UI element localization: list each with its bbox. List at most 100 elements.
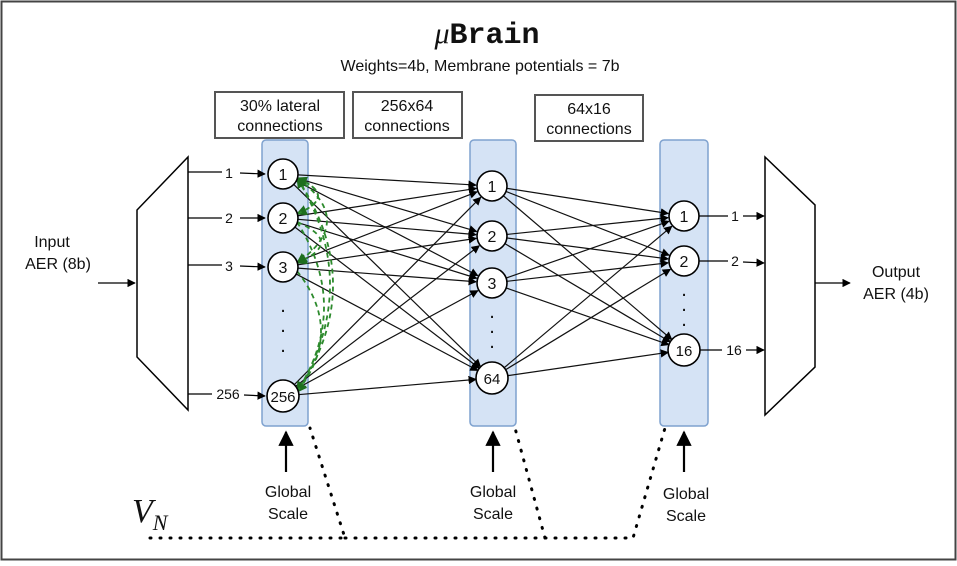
svg-text:AER (8b): AER (8b)	[25, 256, 91, 273]
global-scale-label-3: Global Scale	[663, 486, 709, 525]
lateral-connection	[296, 221, 325, 393]
layer-1-inputs: 1 2 3 256	[188, 165, 266, 402]
svg-text:Scale: Scale	[666, 508, 706, 525]
connection-line	[504, 243, 671, 343]
diagram-subtitle: Weights=4b, Membrane potentials = 7b	[341, 58, 620, 75]
layer-3-outputs: 1 2 16	[699, 208, 765, 358]
connection-line	[503, 225, 673, 369]
output-index-1: 1	[731, 208, 739, 224]
lateral-connections	[296, 176, 334, 393]
vn-label: VN	[132, 493, 169, 535]
connection-line	[294, 245, 480, 388]
svg-text:.: .	[280, 315, 286, 337]
svg-text:connections: connections	[364, 118, 449, 135]
connection-line	[297, 375, 477, 396]
output-index-2: 2	[731, 253, 739, 269]
connection-line	[506, 349, 669, 377]
lateral-connection	[296, 177, 334, 393]
output-index-16: 16	[726, 342, 742, 358]
svg-text:2: 2	[279, 211, 288, 228]
svg-text:16: 16	[676, 343, 693, 360]
svg-text:.: .	[681, 279, 687, 301]
svg-text:256: 256	[270, 389, 295, 406]
lateral-connection	[296, 176, 319, 215]
svg-text:30% lateral: 30% lateral	[240, 98, 320, 115]
svg-text:Scale: Scale	[268, 506, 308, 523]
connection-line	[296, 180, 479, 277]
neuron-l2-3: 3	[476, 267, 508, 299]
svg-text:2: 2	[488, 229, 497, 246]
input-index-3: 3	[225, 258, 233, 274]
svg-text:1: 1	[680, 209, 689, 226]
svg-text:256x64: 256x64	[381, 98, 434, 115]
connection-line	[506, 259, 669, 282]
svg-text:2: 2	[680, 254, 689, 271]
connection-line	[297, 235, 478, 266]
connection-line	[506, 237, 669, 263]
connection-line	[297, 174, 477, 189]
vn-dotted-lines	[148, 426, 667, 540]
layer-3-neurons: 1 2 16	[667, 200, 701, 367]
input-label: Input AER (8b)	[25, 234, 91, 273]
connection-line	[294, 226, 480, 369]
input-demux	[136, 155, 189, 412]
neuron-l3-1: 1	[668, 200, 700, 232]
svg-text:Global: Global	[663, 486, 709, 503]
svg-text:3: 3	[488, 276, 497, 293]
connections-256x64-box: 256x64 connections	[352, 91, 463, 139]
neuron-l3-2: 2	[668, 245, 700, 277]
output-label: Output AER (4b)	[863, 264, 929, 303]
connection-line	[296, 190, 478, 263]
connection-line	[297, 221, 478, 281]
svg-text:Output: Output	[872, 264, 921, 281]
lateral-connection	[296, 270, 322, 393]
neuron-l1-2: 2	[267, 202, 299, 234]
svg-text:.: .	[280, 295, 286, 317]
connection-line	[505, 287, 670, 347]
global-scale-label-2: Global Scale	[470, 484, 516, 523]
svg-text:1: 1	[279, 167, 288, 184]
connection-line	[297, 177, 478, 234]
svg-text:3: 3	[279, 260, 288, 277]
global-scale-label-1: Global Scale	[265, 484, 311, 523]
lateral-connection	[296, 177, 328, 264]
connection-line	[293, 184, 482, 368]
svg-text:.: .	[280, 335, 286, 357]
svg-text:64x16: 64x16	[567, 101, 611, 118]
layer-3-ellipsis: . . .	[681, 279, 687, 331]
input-index-1: 1	[225, 165, 233, 181]
lateral-connection	[296, 177, 331, 393]
neuron-l2-1: 1	[476, 170, 508, 202]
neuron-l2-64: 64	[475, 361, 509, 395]
connections-64x16-box: 64x16 connections	[534, 94, 644, 142]
svg-text:64: 64	[484, 371, 501, 388]
layer-1-neurons: 1 2 3 256	[266, 158, 300, 413]
svg-text:.: .	[489, 316, 495, 338]
svg-text:connections: connections	[237, 118, 322, 135]
input-index-2: 2	[225, 210, 233, 226]
input-index-256: 256	[216, 386, 240, 402]
layer-2-neurons: 1 2 3 64	[475, 170, 509, 395]
connection-line	[503, 195, 673, 341]
svg-text:Input: Input	[34, 234, 70, 251]
neuron-l2-2: 2	[476, 220, 508, 252]
layer-2-ellipsis: . . .	[489, 301, 495, 353]
output-mux	[764, 155, 816, 417]
svg-text:Scale: Scale	[473, 506, 513, 523]
neuron-l1-3: 3	[267, 251, 299, 283]
connection-line	[295, 273, 479, 372]
layer-1-ellipsis: . . .	[280, 295, 286, 357]
connection-line	[506, 214, 669, 236]
diagram-title: μBrain	[433, 17, 539, 53]
svg-text:.: .	[489, 301, 495, 323]
svg-text:AER (4b): AER (4b)	[863, 286, 929, 303]
connection-line	[505, 219, 670, 279]
neuron-l3-16: 16	[667, 333, 701, 367]
svg-text:.: .	[489, 331, 495, 353]
connection-line	[297, 267, 477, 286]
svg-text:.: .	[681, 309, 687, 331]
neuron-l1-256: 256	[266, 379, 300, 413]
